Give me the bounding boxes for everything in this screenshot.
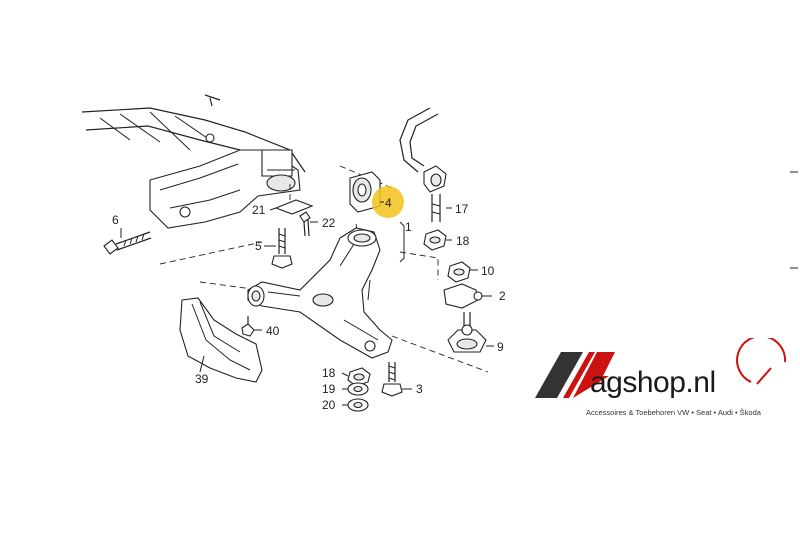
control-arm [247,227,393,359]
logo-v-mark [573,352,615,398]
vagshop-logo [535,338,787,398]
logo-slash-red [563,352,595,398]
label-3: 3 [416,382,423,396]
highlight-marker [372,186,404,218]
shield-39 [179,297,263,383]
label-10: 10 [481,264,495,278]
subframe [81,94,306,229]
label-18-upper: 18 [456,234,470,248]
bracket-1 [399,221,405,263]
label-4: 4 [385,196,392,210]
speedometer-needle [756,367,772,385]
nut-18-lower [341,367,371,387]
bushing-4 [349,171,404,218]
bolt-6 [103,228,152,255]
bolt-3 [381,362,412,397]
edge-marks [790,171,798,269]
washer-19 [342,382,369,396]
clamp-2 [443,283,492,309]
logo-tagline: Accessoires & Toebehoren VW • Seat • Aud… [586,408,761,417]
label-5: 5 [255,239,262,253]
bolt-22 [299,211,318,237]
label-17: 17 [455,202,469,216]
nut-10 [447,261,478,283]
nut-18-upper [423,229,452,251]
speedometer-icon [736,338,787,383]
label-20: 20 [322,398,336,412]
bolt-5 [264,228,293,269]
label-19: 19 [322,382,336,396]
label-2: 2 [499,289,506,303]
label-18-lower: 18 [322,366,336,380]
stabilizer-bar [399,107,439,173]
ball-joint-9 [447,312,494,353]
washer-20 [342,398,369,412]
bolt-40 [241,316,262,337]
part-labels: 6 21 22 5 4 1 17 18 10 2 9 40 39 18 19 2… [112,196,506,412]
logo-slash-dark [535,352,583,398]
label-6: 6 [112,213,119,227]
label-9: 9 [497,340,504,354]
label-1: 1 [405,220,412,234]
label-39: 39 [195,372,209,386]
label-40: 40 [266,324,280,338]
label-22: 22 [322,216,336,230]
link-17 [423,165,452,222]
logo-brand-text: agshop.nl [590,366,716,399]
label-21: 21 [252,203,266,217]
bracket-21 [269,199,314,215]
